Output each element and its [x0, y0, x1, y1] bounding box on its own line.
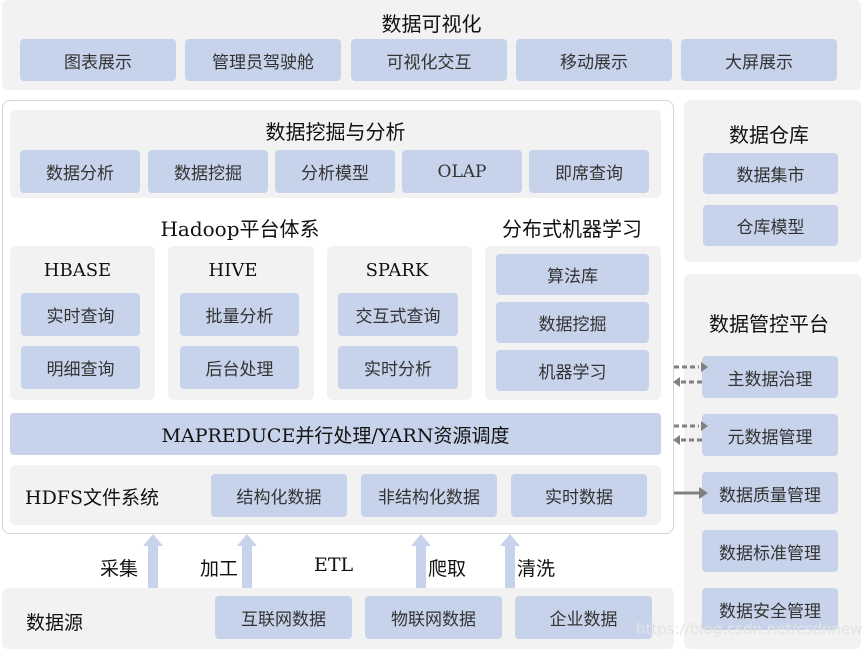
spark-panel: SPARK 交互式查询 实时分析 [327, 246, 472, 400]
mining-item: 数据挖掘 [148, 150, 268, 193]
ingest-label: 加工 [200, 558, 239, 580]
double-arrow-icon [673, 421, 708, 445]
warehouse-item: 仓库模型 [703, 205, 838, 246]
up-arrow-icon [143, 534, 163, 588]
spark-item: 实时分析 [338, 346, 458, 389]
hdfs-item: 实时数据 [511, 474, 647, 517]
source-panel: 数据源 互联网数据 物联网数据 企业数据 [2, 588, 674, 649]
viz-item: 大屏展示 [681, 39, 837, 81]
warehouse-panel: 数据仓库 数据集市 仓库模型 [684, 100, 861, 262]
governance-item: 数据质量管理 [702, 472, 838, 514]
spark-item: 交互式查询 [338, 293, 458, 336]
governance-title: 数据管控平台 [709, 312, 829, 336]
ml-panel: 算法库 数据挖掘 机器学习 [485, 246, 661, 400]
up-arrow-icon [237, 534, 257, 588]
viz-item: 图表展示 [20, 39, 176, 81]
ml-item: 算法库 [496, 254, 649, 295]
hadoop-title: Hadoop平台体系 [160, 217, 320, 241]
mining-item: 即席查询 [529, 150, 649, 193]
governance-connectors [673, 362, 708, 499]
hive-item: 批量分析 [180, 293, 299, 336]
hive-panel: HIVE 批量分析 后台处理 [168, 246, 314, 400]
mining-item: 数据分析 [20, 150, 140, 193]
source-item: 企业数据 [515, 596, 652, 639]
hdfs-title: HDFS文件系统 [25, 487, 160, 509]
governance-item: 主数据治理 [702, 356, 838, 398]
arrow-right-icon [674, 487, 708, 499]
watermark: https://blog.csdn.net/csdnnews [636, 620, 863, 638]
mining-title: 数据挖掘与分析 [265, 120, 406, 144]
ml-item: 机器学习 [496, 350, 649, 391]
up-arrow-icon [500, 534, 520, 588]
ingest-label: ETL [314, 554, 354, 576]
hive-item: 后台处理 [180, 346, 299, 389]
ingest-label: 爬取 [428, 558, 467, 580]
ingest-label: 清洗 [517, 558, 556, 580]
viz-item: 移动展示 [516, 39, 672, 81]
source-item: 互联网数据 [215, 596, 352, 639]
spark-title: SPARK [365, 260, 429, 281]
warehouse-title: 数据仓库 [729, 123, 809, 147]
ingest-label: 采集 [100, 558, 139, 580]
governance-panel: 数据管控平台 主数据治理 元数据管理 数据质量管理 数据标准管理 数据安全管理 [684, 274, 861, 649]
ml-title: 分布式机器学习 [502, 217, 642, 241]
viz-panel: 数据可视化 图表展示 管理员驾驶舱 可视化交互 移动展示 大屏展示 [2, 0, 861, 90]
hbase-item: 实时查询 [21, 293, 140, 336]
hdfs-panel: HDFS文件系统 结构化数据 非结构化数据 实时数据 [10, 465, 661, 525]
source-item: 物联网数据 [365, 596, 502, 639]
hdfs-item: 非结构化数据 [361, 474, 497, 517]
mining-panel: 数据挖掘与分析 数据分析 数据挖掘 分析模型 OLAP 即席查询 [10, 110, 661, 198]
hive-title: HIVE [208, 260, 258, 281]
hbase-title: HBASE [43, 260, 112, 281]
viz-item: 可视化交互 [351, 39, 507, 81]
hbase-panel: HBASE 实时查询 明细查询 [10, 246, 155, 400]
up-arrow-icon [411, 534, 431, 588]
hbase-item: 明细查询 [21, 346, 140, 389]
hdfs-item: 结构化数据 [211, 474, 347, 517]
ml-item: 数据挖掘 [496, 302, 649, 343]
mining-item: OLAP [402, 150, 522, 193]
source-title: 数据源 [26, 612, 84, 634]
mapreduce-bar: MAPREDUCE并行处理/YARN资源调度 [10, 413, 661, 455]
governance-item: 数据标准管理 [702, 530, 838, 572]
warehouse-item: 数据集市 [703, 153, 838, 194]
governance-item: 数据安全管理 [702, 588, 838, 630]
double-arrow-icon [673, 362, 708, 387]
viz-title: 数据可视化 [381, 12, 482, 36]
mining-item: 分析模型 [275, 150, 395, 193]
viz-item: 管理员驾驶舱 [185, 39, 341, 81]
governance-item: 元数据管理 [702, 414, 838, 456]
